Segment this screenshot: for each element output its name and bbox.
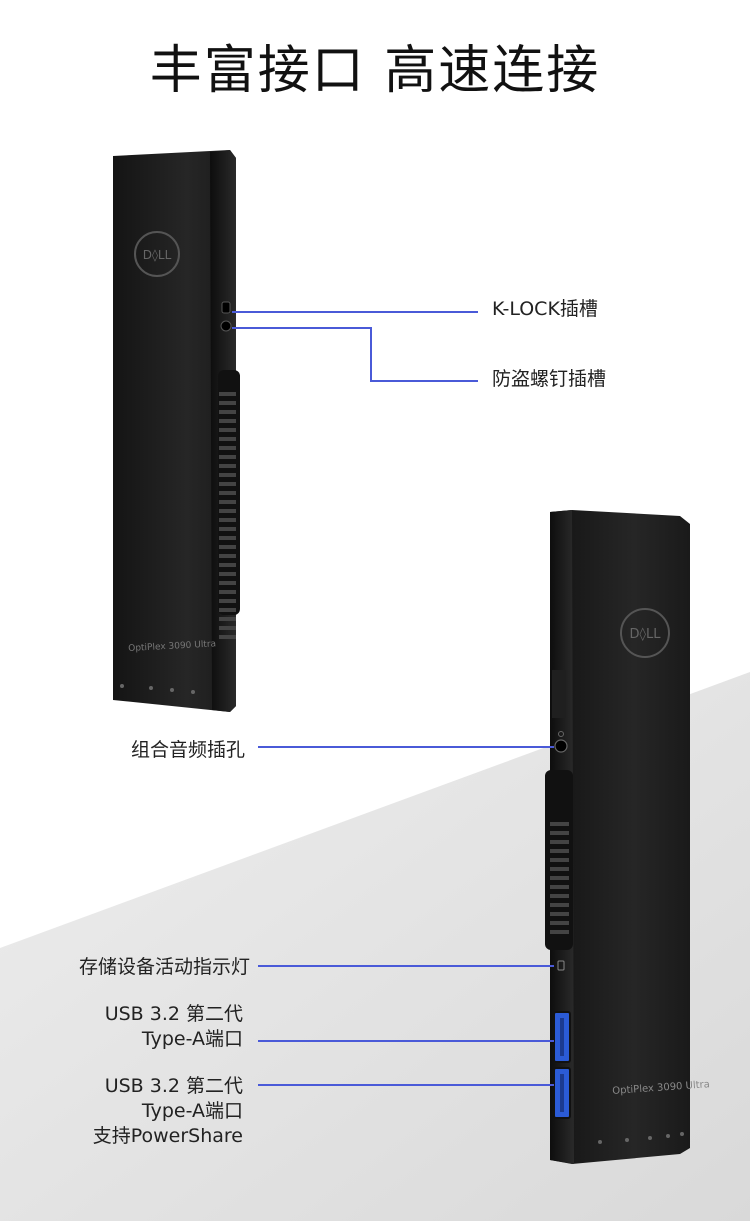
- label-storage-led: 存储设备活动指示灯: [78, 956, 250, 978]
- leader-usb1: [258, 1040, 554, 1042]
- leader-usb2: [258, 1084, 554, 1086]
- label-usb2-line1: USB 3.2 第二代: [104, 1075, 243, 1097]
- label-usb2-line3: 支持PowerShare: [92, 1125, 243, 1147]
- leader-klock: [232, 311, 478, 313]
- page-title: 丰富接口 高速连接: [149, 41, 601, 101]
- label-audio-jack: 组合音频插孔: [130, 739, 245, 761]
- tower-bottom: D◊LL: [545, 510, 690, 1164]
- label-usb2-line2: Type-A端口: [141, 1100, 243, 1122]
- label-usb1-line1: USB 3.2 第二代: [104, 1003, 243, 1025]
- label-klock: K-LOCK插槽: [492, 298, 598, 320]
- leader-screw-h2: [370, 380, 478, 382]
- label-usb1: USB 3.2 第二代 Type-A端口: [105, 1002, 243, 1052]
- leader-screw-h1: [232, 327, 372, 329]
- label-usb1-line2: Type-A端口: [141, 1028, 243, 1050]
- tower-top: D◊LL: [113, 150, 240, 712]
- label-usb2: USB 3.2 第二代 Type-A端口 支持PowerShare: [93, 1074, 243, 1149]
- label-screw-slot: 防盗螺钉插槽: [492, 368, 607, 390]
- leader-audio: [258, 746, 554, 748]
- leader-screw-v: [370, 327, 372, 382]
- svg-text:D◊LL: D◊LL: [143, 248, 172, 262]
- leader-storage: [258, 965, 554, 967]
- svg-text:D◊LL: D◊LL: [630, 627, 662, 642]
